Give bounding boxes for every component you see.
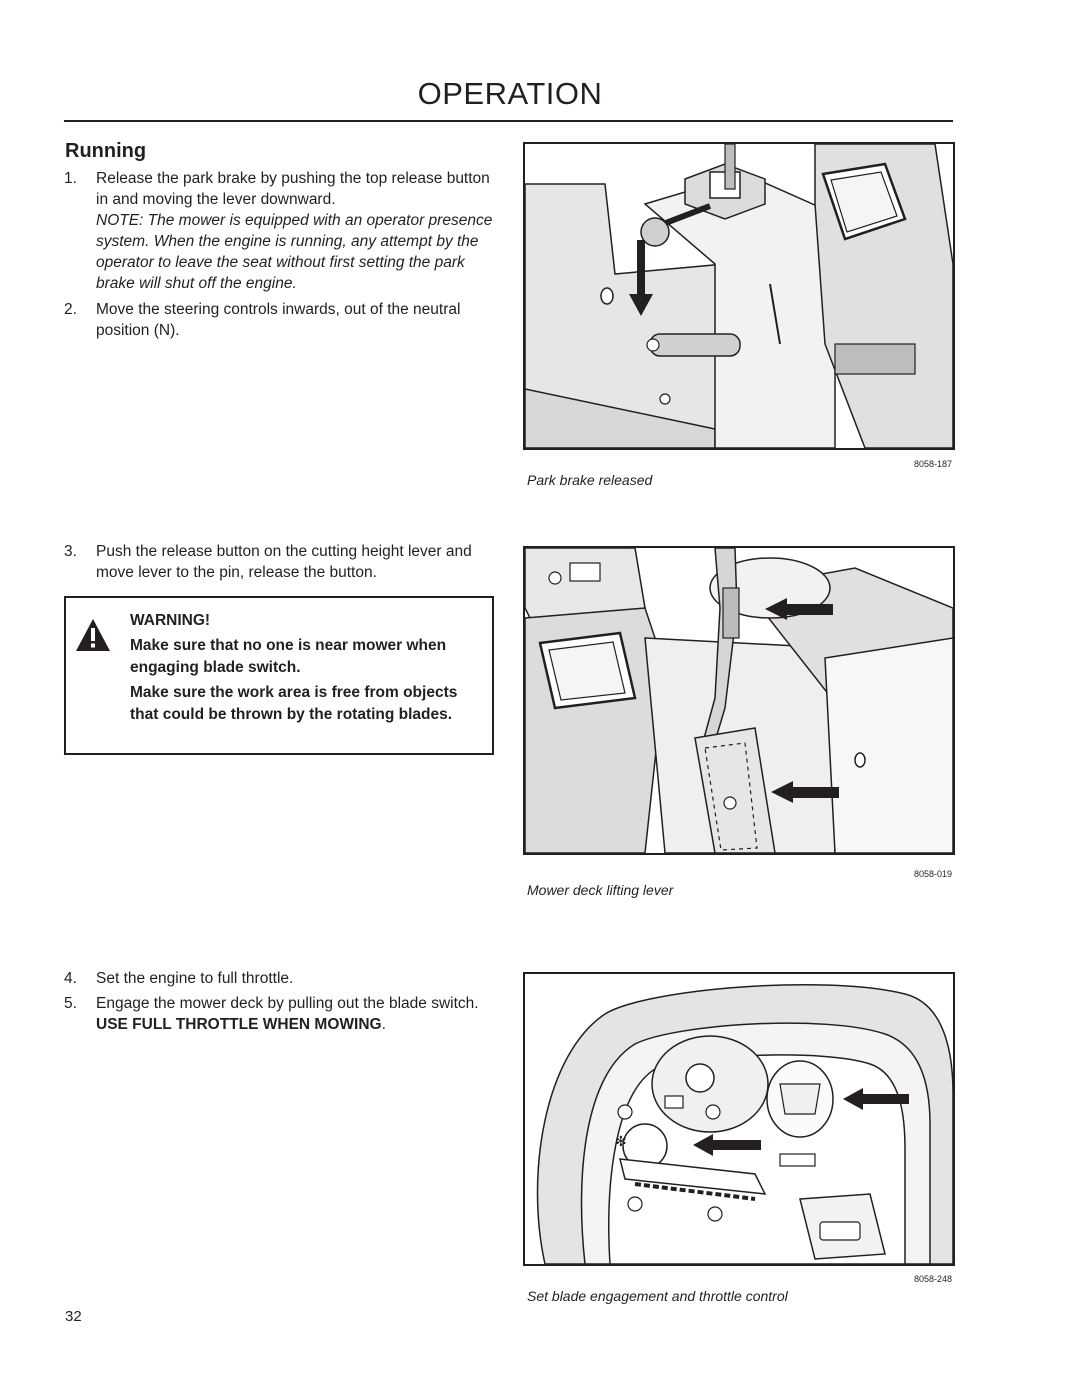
step-5: 5. Engage the mower deck by pulling out …: [64, 993, 494, 1035]
warning-triangle-icon: [76, 619, 110, 651]
deck-lever-illustration: [525, 548, 953, 853]
svg-text:✻: ✻: [615, 1134, 627, 1150]
step-number: 1.: [64, 170, 77, 187]
step-number: 4.: [64, 970, 77, 987]
step-number: 2.: [64, 301, 77, 318]
step-number: 5.: [64, 995, 77, 1012]
step-note: NOTE: The mower is equipped with an oper…: [96, 212, 493, 292]
page-number: 32: [65, 1308, 82, 1325]
step-text: Engage the mower deck by pulling out the…: [96, 995, 479, 1033]
warning-box: WARNING! Make sure that no one is near m…: [64, 596, 494, 755]
figure-code: 8058-248: [913, 1274, 952, 1284]
step-4: 4. Set the engine to full throttle.: [64, 968, 494, 989]
figure-deck-lever: [523, 546, 955, 855]
figure-caption: Park brake released: [527, 472, 653, 488]
figure-code: 8058-187: [913, 459, 952, 469]
step-2: 2. Move the steering controls inwards, o…: [64, 299, 494, 341]
step-1: 1. Release the park brake by pushing the…: [64, 168, 494, 294]
figure-park-brake: [523, 142, 955, 450]
section-heading: Running: [65, 140, 147, 162]
step-text: Set the engine to full throttle.: [96, 970, 294, 987]
warning-text-1: Make sure that no one is near mower when…: [130, 637, 447, 676]
warning-title: WARNING!: [130, 612, 211, 629]
step-text: Release the park brake by pushing the to…: [96, 170, 490, 208]
step-text: Move the steering controls inwards, out …: [96, 301, 461, 339]
step-3: 3. Push the release button on the cuttin…: [64, 541, 494, 583]
figure-caption: Set blade engagement and throttle contro…: [527, 1288, 788, 1304]
step-text: Push the release button on the cutting h…: [96, 543, 472, 581]
page-header-title: OPERATION: [417, 76, 603, 111]
park-brake-illustration: [525, 144, 953, 448]
figure-blade-throttle: ✻: [523, 972, 955, 1266]
figure-caption: Mower deck lifting lever: [527, 882, 674, 898]
warning-text-2: Make sure the work area is free from obj…: [130, 684, 458, 723]
blade-throttle-illustration: ✻: [536, 983, 953, 1264]
step-number: 3.: [64, 543, 77, 560]
header-rule: [64, 120, 953, 122]
figure-code: 8058-019: [913, 869, 952, 879]
